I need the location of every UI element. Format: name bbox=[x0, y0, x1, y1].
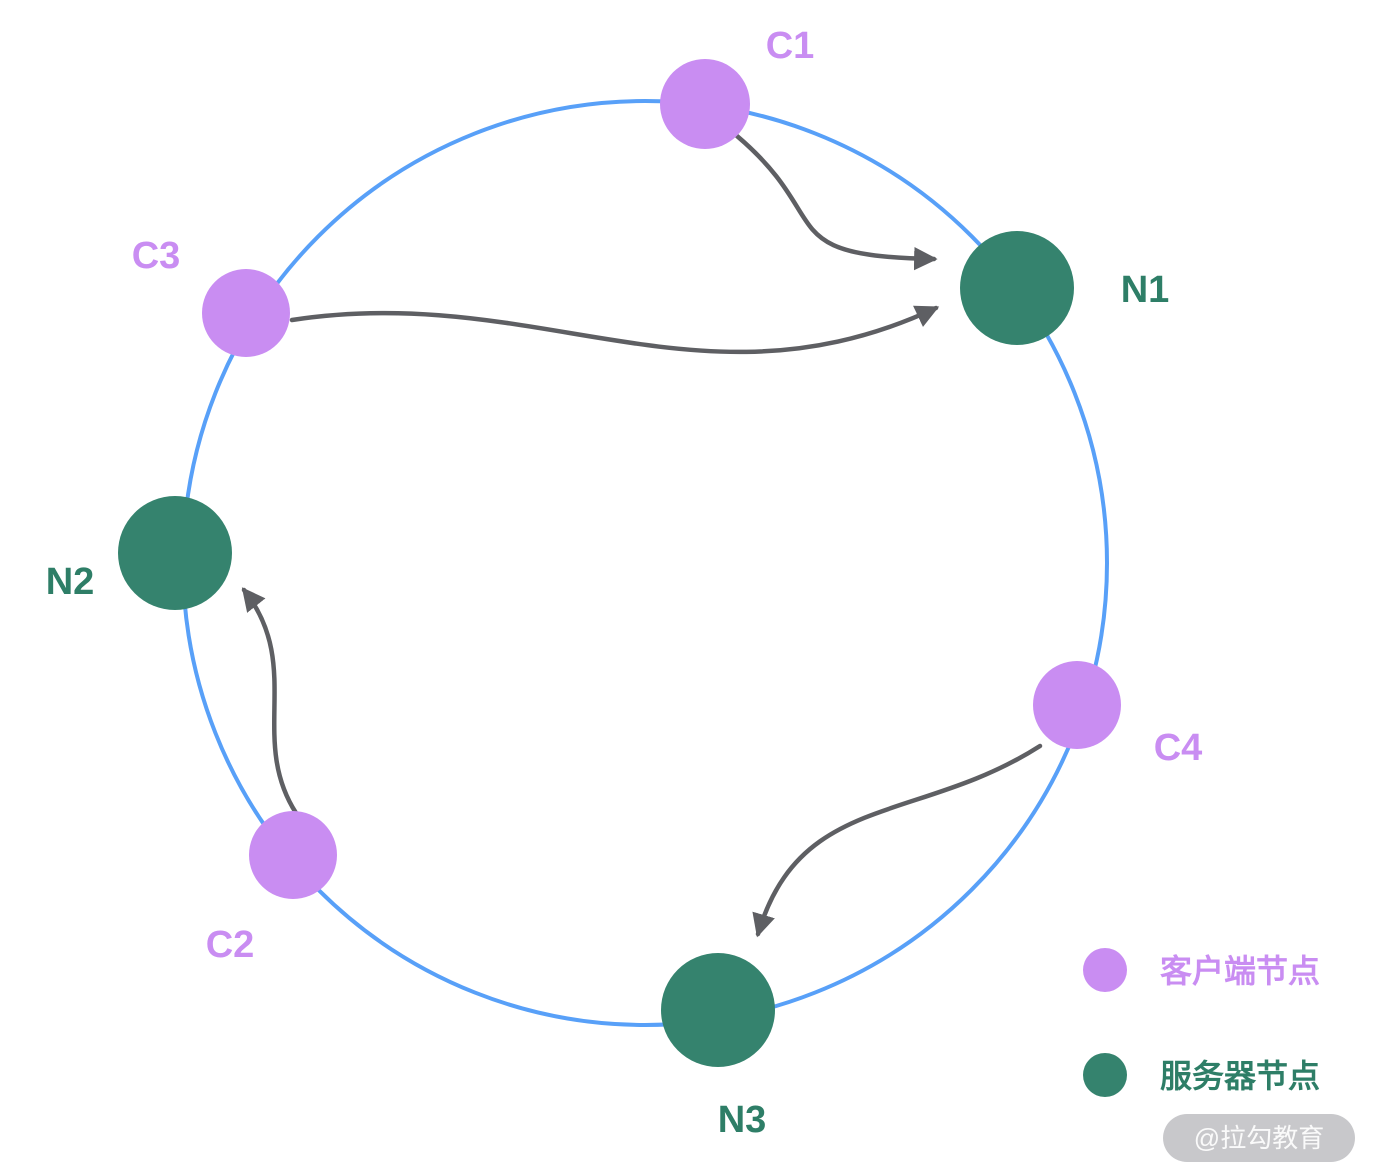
node-n3-circle bbox=[661, 953, 775, 1067]
arrow-c1-to-n1 bbox=[734, 133, 938, 271]
node-c2-circle bbox=[249, 811, 337, 899]
node-n2-circle bbox=[118, 496, 232, 610]
node-c1-circle bbox=[660, 59, 750, 149]
node-c3-circle bbox=[202, 269, 290, 357]
node-n2-label: N2 bbox=[46, 561, 95, 603]
node-c4-label: C4 bbox=[1154, 727, 1203, 769]
arrow-c2-to-n2 bbox=[241, 587, 299, 816]
watermark-text: @拉勾教育 bbox=[1194, 1123, 1324, 1153]
node-c3-label: C3 bbox=[132, 235, 181, 277]
legend: 客户端节点 服务器节点 bbox=[1083, 948, 1320, 1097]
watermark-badge: @拉勾教育 bbox=[1163, 1114, 1355, 1162]
legend-client-label: 客户端节点 bbox=[1160, 953, 1320, 989]
node-c1-label: C1 bbox=[766, 25, 815, 67]
arrow-c3-to-n1 bbox=[289, 305, 940, 355]
arrow-c4-to-n3 bbox=[752, 743, 1043, 938]
watermark-pill bbox=[1163, 1114, 1355, 1162]
node-c4-circle bbox=[1033, 661, 1121, 749]
node-c2-label: C2 bbox=[206, 924, 255, 966]
legend-client-swatch bbox=[1083, 948, 1127, 992]
node-n1-circle bbox=[960, 231, 1074, 345]
node-n3-label: N3 bbox=[718, 1099, 767, 1141]
legend-server-label: 服务器节点 bbox=[1160, 1058, 1320, 1094]
node-n1-label: N1 bbox=[1121, 269, 1170, 311]
legend-server-swatch bbox=[1083, 1053, 1127, 1097]
